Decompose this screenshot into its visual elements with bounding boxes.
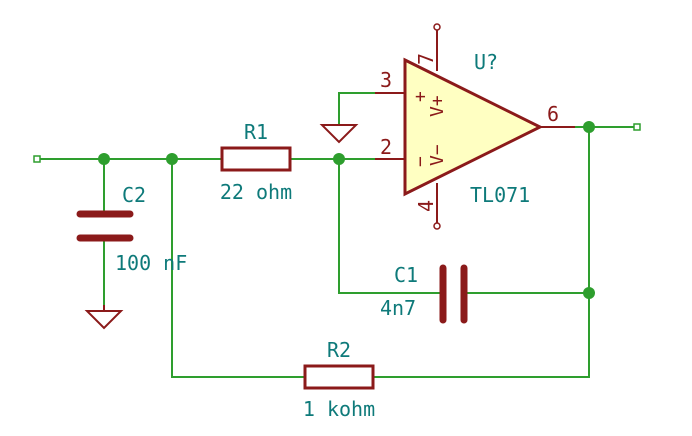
pin-number-noninv: 3 (380, 68, 392, 92)
wire-noninv-to-ground (338, 92, 376, 125)
resistor-r2 (303, 364, 375, 390)
opamp-value: TL071 (470, 183, 530, 207)
pin-name-noninv: + (410, 91, 431, 102)
pin-7-endpoint (433, 23, 441, 31)
pin-number-vneg: 4 (414, 200, 438, 212)
r2-reference: R2 (327, 338, 351, 362)
junction-output (583, 121, 595, 133)
pin-number-vpos: 7 (414, 53, 438, 65)
r2-value: 1 kohm (303, 397, 375, 421)
junction-c2 (98, 153, 110, 165)
junctions (98, 121, 595, 299)
pin-name-vneg: V− (427, 144, 448, 166)
resistor-r1 (220, 146, 292, 172)
r1-value: 22 ohm (220, 180, 292, 204)
c1-reference: C1 (394, 263, 418, 287)
c1-value: 4n7 (380, 296, 416, 320)
r1-reference: R1 (244, 120, 268, 144)
c2-value: 100 nF (115, 251, 187, 275)
pin-number-inv: 2 (380, 135, 392, 159)
ground-symbol-noninv (319, 124, 359, 144)
opamp-body (403, 57, 544, 197)
pin-4-endpoint (433, 222, 441, 230)
pin-name-inv: − (410, 156, 431, 167)
output-port (633, 123, 641, 131)
opamp-u (375, 23, 575, 230)
junction-c1-right (583, 287, 595, 299)
junction-inv (333, 153, 345, 165)
ground-symbol-c2 (84, 305, 124, 330)
junction-r2 (166, 153, 178, 165)
pin-number-out: 6 (547, 102, 559, 126)
c2-reference: C2 (122, 183, 146, 207)
opamp-reference: U? (474, 50, 498, 74)
capacitor-c2 (76, 210, 134, 242)
capacitor-c1 (439, 264, 468, 324)
pin-name-vpos: V+ (427, 95, 448, 117)
input-port (33, 155, 41, 163)
